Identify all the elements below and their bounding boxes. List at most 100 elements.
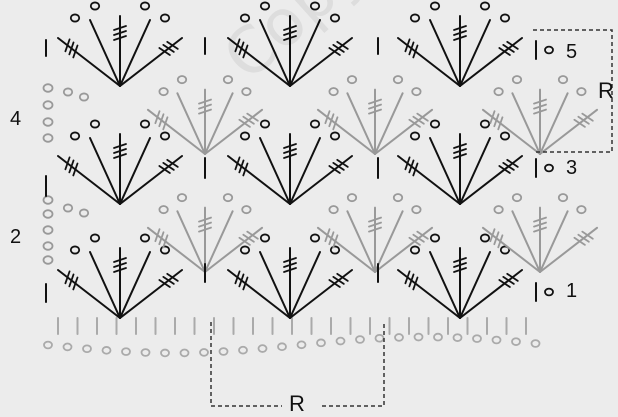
stitch-crossbar bbox=[158, 47, 171, 56]
row-label-5: 5 bbox=[566, 41, 578, 63]
fan-stitch bbox=[289, 19, 321, 87]
picot-chain bbox=[329, 131, 341, 141]
fan-stitch bbox=[289, 269, 353, 319]
foundation-chain bbox=[179, 348, 190, 358]
foundation-chain bbox=[199, 348, 209, 357]
foundation-chain bbox=[491, 335, 502, 345]
picot-chain bbox=[479, 1, 491, 11]
stitch-crossbar bbox=[162, 275, 175, 285]
fan-stitch bbox=[289, 251, 321, 319]
stitch-crossbar bbox=[497, 234, 504, 249]
stitch-crossbar bbox=[577, 115, 590, 125]
turning-chain bbox=[42, 117, 54, 127]
stitch-crossbar bbox=[158, 113, 165, 128]
stitch-crossbar bbox=[68, 41, 75, 56]
stitch-crossbar bbox=[498, 47, 511, 56]
stitch-crossbar bbox=[283, 153, 297, 159]
stitch-crossbar bbox=[533, 226, 547, 233]
repeat-marker-right: R bbox=[598, 78, 614, 103]
fan-stitch bbox=[204, 226, 264, 273]
stitch-crossbar bbox=[242, 162, 249, 177]
picot-chain bbox=[69, 245, 81, 255]
stitch-crossbar bbox=[283, 30, 297, 36]
stitch-crossbar bbox=[577, 233, 590, 243]
picot-chain bbox=[429, 1, 441, 11]
turning-chain bbox=[42, 83, 54, 93]
foundation-chain bbox=[413, 332, 424, 342]
picot-chain bbox=[159, 131, 171, 141]
fan-stitch bbox=[459, 269, 523, 319]
fan-stitch bbox=[89, 251, 121, 319]
fan-stitch bbox=[227, 155, 291, 205]
turning-chain bbox=[42, 100, 54, 110]
fan-stitch bbox=[119, 137, 151, 205]
foundation-chain bbox=[335, 336, 346, 346]
stitch-crossbar bbox=[68, 159, 75, 174]
row-label-4: 4 bbox=[10, 108, 22, 130]
fan-stitch bbox=[89, 19, 121, 87]
foundation-chain bbox=[43, 340, 53, 350]
stitch-crossbar bbox=[158, 231, 165, 246]
stitch-crossbar bbox=[64, 156, 71, 171]
stitch-crossbar bbox=[162, 116, 169, 131]
stitch-crossbar bbox=[328, 47, 341, 56]
picot-chain bbox=[222, 193, 234, 203]
stitch-crossbar bbox=[498, 165, 511, 174]
fan-stitch bbox=[259, 19, 291, 87]
fan-stitch bbox=[539, 92, 569, 155]
stitch-crossbar bbox=[238, 236, 251, 246]
stitch-crossbar bbox=[332, 161, 345, 171]
fan-stitch bbox=[259, 251, 291, 319]
picot-chain bbox=[409, 131, 421, 141]
picot-chain bbox=[328, 87, 339, 97]
fan-stitch bbox=[459, 37, 523, 87]
foundation-chain bbox=[257, 344, 268, 353]
stitch-crossbar bbox=[453, 257, 467, 263]
fan-stitch bbox=[57, 155, 121, 205]
repeat-marker-bottom: R bbox=[289, 391, 305, 416]
fan-stitch bbox=[316, 108, 376, 155]
picot-chain bbox=[346, 75, 358, 85]
stitch-crossbar bbox=[581, 230, 594, 240]
fan-stitch bbox=[89, 137, 121, 205]
fan-stitch bbox=[176, 210, 206, 273]
stitch-crossbar bbox=[332, 275, 345, 285]
stitch-crossbar bbox=[158, 279, 171, 288]
stitch-crossbar bbox=[234, 38, 241, 53]
stitch-crossbar bbox=[493, 231, 500, 246]
foundation-chain bbox=[472, 334, 482, 343]
stitch-crossbar bbox=[408, 273, 415, 288]
stitch-crossbar bbox=[408, 41, 415, 56]
picot-chain bbox=[392, 75, 404, 85]
stitch-crossbar bbox=[113, 25, 127, 31]
row-label-2: 2 bbox=[10, 226, 22, 248]
stitch-crossbar bbox=[234, 270, 241, 285]
stitch-crossbar bbox=[113, 153, 127, 159]
stitch-crossbar bbox=[453, 25, 467, 31]
stitch-crossbar bbox=[154, 228, 161, 243]
fan-stitch bbox=[511, 92, 541, 155]
fan-stitch bbox=[511, 210, 541, 273]
stitch-crossbar bbox=[573, 118, 586, 128]
fan-stitch bbox=[316, 226, 376, 273]
stitch-crossbar bbox=[242, 233, 255, 243]
stitch-crossbar bbox=[533, 98, 547, 105]
picot-chain bbox=[309, 119, 321, 129]
stitch-crossbar bbox=[198, 226, 212, 233]
stitch-crossbar bbox=[412, 44, 419, 59]
fan-stitch bbox=[146, 108, 206, 155]
stitch-crossbar bbox=[113, 143, 127, 149]
foundation-chain bbox=[452, 333, 463, 342]
stitch-crossbar bbox=[336, 158, 349, 168]
stitch-crossbar bbox=[368, 108, 382, 115]
picot-chain bbox=[239, 13, 251, 23]
picot-chain bbox=[69, 13, 81, 23]
stitch-crossbar bbox=[506, 272, 519, 282]
picot-chain bbox=[139, 233, 151, 243]
stitch-crossbar bbox=[453, 35, 467, 41]
foundation-chain bbox=[433, 332, 443, 342]
row-start-chain bbox=[544, 287, 554, 297]
fan-stitch bbox=[374, 226, 434, 273]
repeat-bracket-right bbox=[533, 29, 613, 153]
